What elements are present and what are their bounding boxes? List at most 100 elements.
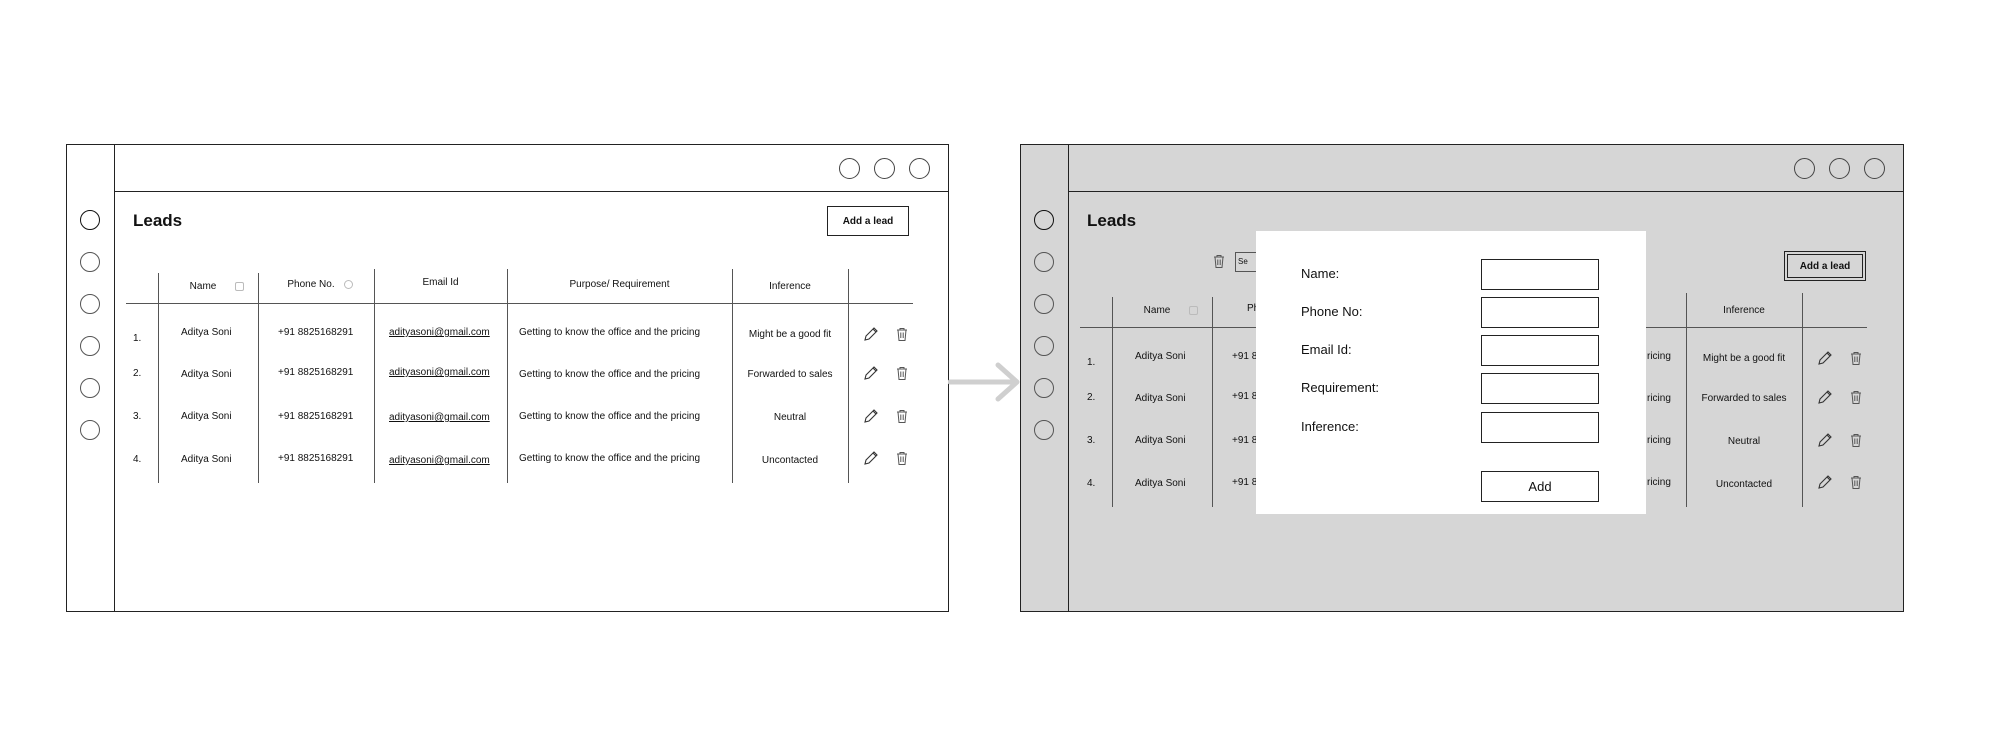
lead-inference: Uncontacted [761, 455, 819, 466]
lead-inference: Neutral [1727, 436, 1761, 447]
window-control-icon-1[interactable] [1794, 158, 1815, 179]
window-control-icon-1[interactable] [839, 158, 860, 179]
page-title: Leads [1087, 211, 1137, 230]
column-divider [1212, 297, 1213, 507]
lead-name: Aditya Soni [1135, 393, 1186, 404]
column-divider [158, 273, 159, 483]
lead-phone: +91 8825168291 [278, 367, 354, 378]
window-control-icon-2[interactable] [1829, 158, 1850, 179]
sidebar-nav-icon-2[interactable] [80, 252, 100, 272]
lead-phone: +91 8825168291 [278, 327, 354, 338]
trash-icon[interactable] [894, 408, 910, 424]
row-number: 3. [1087, 435, 1096, 446]
pencil-icon[interactable] [863, 408, 879, 424]
lead-name: Aditya Soni [181, 411, 232, 422]
row-number: 3. [133, 411, 142, 422]
lead-inference: Uncontacted [1715, 479, 1773, 490]
lead-email-link[interactable]: adityasoni@gmail.com [389, 367, 490, 378]
header-email[interactable]: Email Id [422, 277, 459, 288]
header-phone-partial[interactable]: Ph [1247, 303, 1260, 314]
window-control-icon-3[interactable] [909, 158, 930, 179]
lead-email-link[interactable]: adityasoni@gmail.com [389, 455, 490, 466]
row-number: 1. [1087, 357, 1096, 368]
sidebar-nav-icon-1[interactable] [80, 210, 100, 230]
header-name[interactable]: Name [1143, 305, 1171, 316]
header-inference[interactable]: Inference [769, 281, 811, 292]
sidebar-nav-icon-3[interactable] [80, 294, 100, 314]
trash-icon[interactable] [1211, 253, 1227, 269]
add-lead-button[interactable]: Add a lead [1784, 251, 1866, 281]
pencil-icon[interactable] [1817, 474, 1833, 490]
lead-phone: +91 8825168291 [278, 453, 354, 464]
column-divider [1686, 293, 1687, 507]
lead-inference: Forwarded to sales [1701, 393, 1787, 404]
header-purpose[interactable]: Purpose/ Requirement [569, 279, 670, 290]
sidebar-nav-icon-4[interactable] [1034, 336, 1054, 356]
column-divider [732, 269, 733, 483]
column-divider [258, 273, 259, 483]
lead-purpose: Getting to know the office and the prici… [519, 369, 701, 380]
phone-label: Phone No: [1301, 304, 1363, 319]
trash-icon[interactable] [1848, 474, 1864, 490]
column-divider [1112, 297, 1113, 507]
lead-purpose-partial: ricing [1647, 435, 1671, 446]
sort-name-icon[interactable] [1189, 306, 1198, 315]
pencil-icon[interactable] [863, 326, 879, 342]
leads-window: Leads Add a lead Name Phone No. Email Id… [66, 144, 949, 612]
trash-icon[interactable] [1848, 432, 1864, 448]
sort-name-icon[interactable] [235, 282, 244, 291]
name-label: Name: [1301, 266, 1340, 281]
sidebar-nav-icon-4[interactable] [80, 336, 100, 356]
pencil-icon[interactable] [1817, 389, 1833, 405]
pencil-icon[interactable] [863, 450, 879, 466]
sidebar-nav-icon-3[interactable] [1034, 294, 1054, 314]
page-title: Leads [133, 211, 183, 230]
lead-phone-partial: +91 8 [1232, 477, 1258, 488]
header-inference[interactable]: Inference [1723, 305, 1765, 316]
lead-purpose-partial: ricing [1647, 351, 1671, 362]
add-lead-button[interactable]: Add a lead [827, 206, 909, 236]
lead-name: Aditya Soni [181, 369, 232, 380]
name-field[interactable] [1481, 259, 1599, 290]
trash-icon[interactable] [894, 365, 910, 381]
lead-purpose: Getting to know the office and the prici… [519, 327, 701, 338]
column-divider [1802, 293, 1803, 507]
row-number: 2. [1087, 392, 1096, 403]
phone-field[interactable] [1481, 297, 1599, 328]
lead-name: Aditya Soni [1135, 478, 1186, 489]
sidebar-nav-icon-6[interactable] [80, 420, 100, 440]
sidebar-nav-icon-2[interactable] [1034, 252, 1054, 272]
sort-phone-icon[interactable] [344, 280, 353, 289]
requirement-label: Requirement: [1301, 380, 1380, 395]
lead-phone-partial: +91 8 [1232, 391, 1258, 402]
inference-field[interactable] [1481, 412, 1599, 443]
lead-phone: +91 8825168291 [278, 411, 354, 422]
pencil-icon[interactable] [1817, 432, 1833, 448]
trash-icon[interactable] [1848, 350, 1864, 366]
header-phone[interactable]: Phone No. [287, 279, 335, 290]
sidebar-nav-icon-5[interactable] [1034, 378, 1054, 398]
trash-icon[interactable] [894, 326, 910, 342]
window-control-icon-2[interactable] [874, 158, 895, 179]
row-number: 4. [1087, 478, 1096, 489]
sidebar-nav-icon-1[interactable] [1034, 210, 1054, 230]
email-label: Email Id: [1301, 342, 1352, 357]
add-submit-button[interactable]: Add [1481, 471, 1599, 502]
requirement-field[interactable] [1481, 373, 1599, 404]
trash-icon[interactable] [894, 450, 910, 466]
lead-inference: Forwarded to sales [747, 369, 833, 380]
pencil-icon[interactable] [863, 365, 879, 381]
sidebar-nav-icon-6[interactable] [1034, 420, 1054, 440]
lead-purpose: Getting to know the office and the prici… [519, 453, 701, 464]
column-divider [507, 269, 508, 483]
lead-email-link[interactable]: adityasoni@gmail.com [389, 327, 490, 338]
lead-email-link[interactable]: adityasoni@gmail.com [389, 412, 490, 423]
window-control-icon-3[interactable] [1864, 158, 1885, 179]
column-divider [374, 269, 375, 483]
email-field[interactable] [1481, 335, 1599, 366]
trash-icon[interactable] [1848, 389, 1864, 405]
lead-purpose-partial: ricing [1647, 393, 1671, 404]
header-name[interactable]: Name [189, 281, 217, 292]
pencil-icon[interactable] [1817, 350, 1833, 366]
sidebar-nav-icon-5[interactable] [80, 378, 100, 398]
